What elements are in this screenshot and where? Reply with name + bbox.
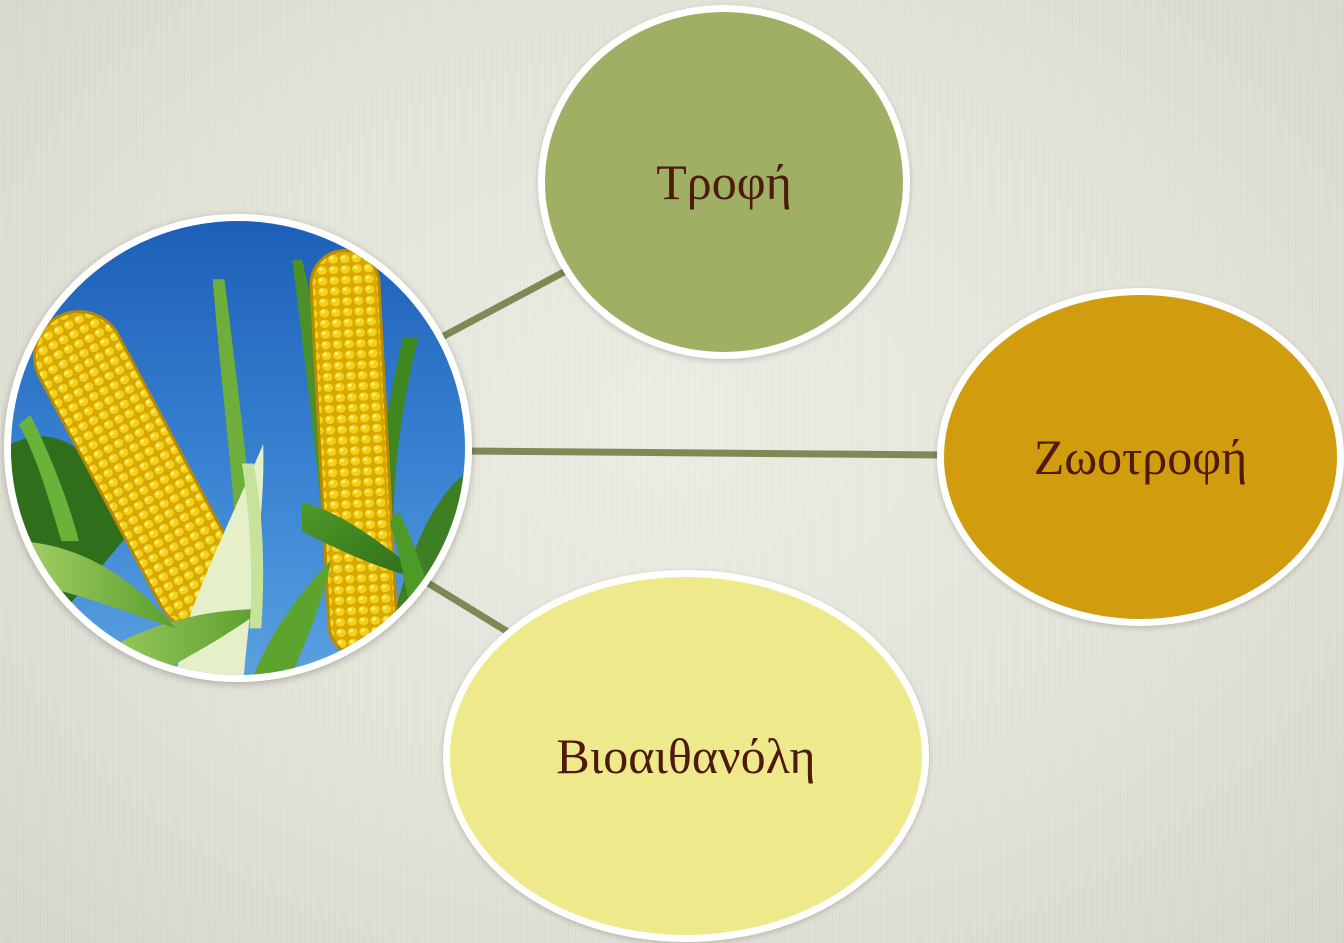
connector-food [438,268,566,342]
node-food: Τροφή [538,5,910,359]
corn-photo [4,214,472,682]
node-animal-feed-label: Ζωοτροφή [1033,429,1248,485]
node-food-label: Τροφή [656,154,792,210]
connector-feed [469,447,943,459]
node-bioethanol-label: Βιοαιθανόλη [556,728,816,784]
connector-bioethanol [426,580,510,635]
node-animal-feed: Ζωοτροφή [937,288,1344,626]
node-bioethanol: Βιοαιθανόλη [443,570,929,942]
